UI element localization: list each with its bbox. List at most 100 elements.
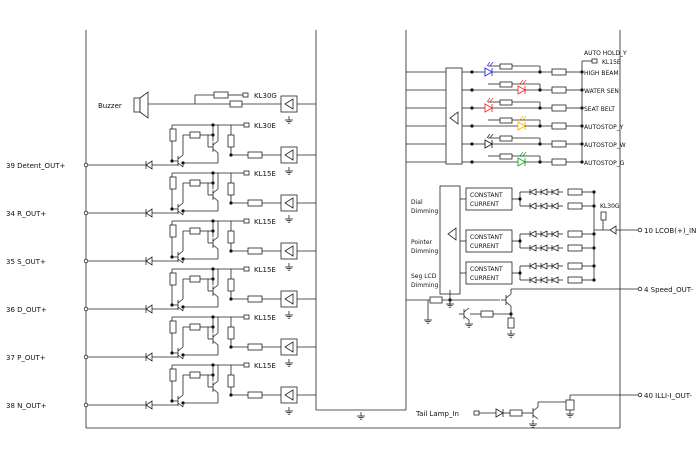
indicator-label: AUTOSTOP_Y [584, 124, 624, 131]
pin-terminal [637, 392, 643, 398]
resistor [567, 202, 583, 210]
ground-icon [284, 214, 294, 223]
resistor [189, 131, 201, 139]
junction-dot [509, 312, 513, 316]
resistor [247, 391, 263, 399]
resistor [499, 63, 513, 70]
dimming-driver-ic [439, 185, 461, 295]
indicator-label: AUTOSTOP_W [584, 142, 626, 149]
led-icon [551, 276, 559, 284]
resistor [227, 326, 235, 340]
dimming-sublabel: Dimming [411, 248, 438, 255]
ground-icon [528, 419, 538, 428]
indicator-label: SEAT BELT [584, 106, 615, 113]
led-icon [517, 85, 526, 95]
buffer-icon [280, 290, 298, 308]
output-channel: 39 Detent_OUT+KL30E [6, 122, 316, 175]
resistor [499, 81, 513, 88]
resistor [507, 317, 515, 329]
dimming-label: Dial [411, 199, 423, 206]
resistor [499, 153, 513, 160]
output-channel: 34 R_OUT+KL15E [6, 170, 316, 223]
ground-icon [284, 406, 294, 415]
led-icon [540, 188, 548, 196]
led-icon [529, 230, 537, 238]
transistor-icon [527, 406, 539, 420]
led-icon [540, 202, 548, 210]
resistor [227, 230, 235, 244]
led-icon [540, 276, 548, 284]
transistor-icon [458, 307, 470, 321]
resistor [169, 176, 177, 190]
connector-tag [243, 170, 250, 176]
resistor [499, 99, 513, 106]
indicator-row: WATER SEN [406, 79, 619, 95]
dimming-triangle-icon [447, 227, 457, 241]
connector-tag [473, 410, 480, 416]
pin-terminal [637, 286, 643, 292]
resistor [169, 128, 177, 142]
cc-line1: CONSTANT [470, 234, 503, 241]
resistor [169, 224, 177, 238]
pin-terminal [83, 306, 89, 312]
output-channel: 37 P_OUT+KL15E [6, 314, 316, 367]
led-icon [529, 188, 537, 196]
ground-icon [506, 329, 516, 338]
junction-dot [181, 209, 185, 213]
transistor-icon [207, 332, 219, 346]
output-channel: 36 D_OUT+KL15E [6, 266, 316, 319]
resistor [227, 182, 235, 196]
junction-dot [538, 160, 542, 164]
ground-icon [423, 315, 433, 324]
junction-dot [181, 353, 185, 357]
led-icon [540, 244, 548, 252]
diode-icon [145, 208, 153, 218]
right-pin-label: 4 Speed_OUT- [644, 286, 693, 294]
connector-tag [243, 122, 250, 128]
connector-tag [243, 362, 250, 368]
dimming-sublabel: Dimming [411, 208, 438, 215]
resistor [567, 244, 583, 252]
resistor [169, 320, 177, 334]
connector-tag [243, 266, 250, 272]
resistor [189, 227, 201, 235]
input-diode-icon [609, 225, 617, 235]
led-icon [551, 202, 559, 210]
led-icon [529, 262, 537, 270]
buzzer-buffer-icon [280, 95, 298, 113]
junction-dot [518, 197, 522, 201]
ground-icon [284, 166, 294, 175]
resistor [567, 230, 583, 238]
connector-tag [591, 58, 598, 64]
resistor [551, 104, 567, 112]
connector-tag [243, 314, 250, 320]
pin-terminal [83, 162, 89, 168]
junction-dot [538, 106, 542, 110]
led-icon [551, 230, 559, 238]
transistor-icon [207, 236, 219, 250]
resistor [480, 310, 494, 318]
driver-triangle-icon [449, 111, 459, 125]
led-icon [551, 244, 559, 252]
led-icon [551, 188, 559, 196]
junction-dot [538, 70, 542, 74]
junction-dot [518, 239, 522, 243]
junction-dot [170, 351, 174, 355]
cc-line2: CURRENT [470, 201, 499, 208]
ground-icon [464, 319, 474, 328]
resistor [551, 158, 567, 166]
right-pin-label: 10 LCOB(+)_IN [644, 227, 696, 235]
led-icon [484, 139, 493, 149]
ground-icon [284, 358, 294, 367]
junction-dot [538, 124, 542, 128]
junction-dot [170, 207, 174, 211]
indicator-row: AUTOSTOP_W [406, 133, 626, 149]
dimming-label: Pointer [411, 239, 433, 246]
buffer-icon [280, 242, 298, 260]
led-icon [540, 262, 548, 270]
resistor [189, 371, 201, 379]
resistor [169, 272, 177, 286]
led-icon [529, 276, 537, 284]
